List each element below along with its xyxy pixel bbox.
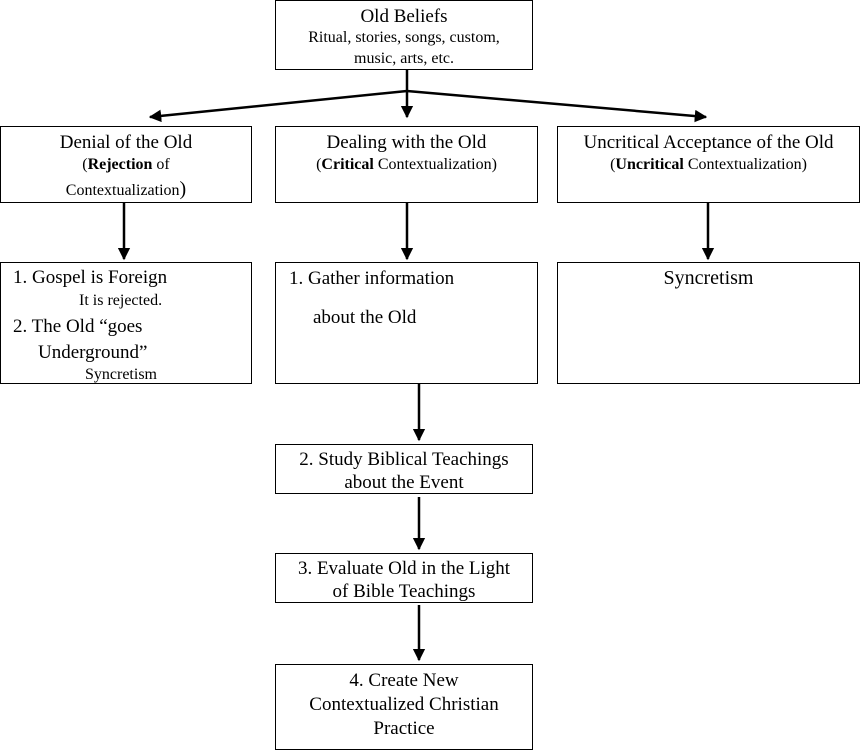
step1-line1: 1. Gather information — [289, 268, 455, 289]
dealing-subtitle: (Critical Contextualization) — [276, 157, 537, 173]
denial-sub-line2: Contextualization — [65, 182, 180, 199]
arrow-top-to-uncritical — [406, 89, 708, 123]
step3-line2: of Bible Teachings — [332, 581, 476, 602]
step2-box: 2. Study Biblical Teachings about the Ev… — [275, 444, 533, 494]
step1-box: 1. Gather information about the Old — [275, 262, 538, 384]
uncritical-result-box: Syncretism — [557, 262, 860, 384]
underground-text: Underground” — [38, 342, 148, 363]
old-goes-item: 2. The Old “goes — [13, 316, 143, 337]
old-beliefs-box: Old Beliefs Ritual, stories, songs, cust… — [275, 0, 533, 70]
denial-title: Denial of the Old — [59, 132, 193, 153]
step4-box: 4. Create New Contextualized Christian P… — [275, 664, 533, 750]
denial-subtitle-line1: (Rejection of — [1, 157, 251, 173]
denial-sub-close: ) — [179, 178, 187, 200]
denial-box: Denial of the Old (Rejection of Contextu… — [0, 126, 252, 203]
gospel-foreign-item: 1. Gospel is Foreign — [13, 267, 168, 288]
arrow-top-to-denial — [148, 89, 408, 123]
step2-line1: 2. Study Biblical Teachings — [299, 449, 509, 470]
uncritical-sub-open: ( — [610, 156, 616, 173]
dealing-title: Dealing with the Old — [326, 132, 487, 153]
denial-result-box: 1. Gospel is Foreign It is rejected. 2. … — [0, 262, 252, 384]
step3-line1: 3. Evaluate Old in the Light — [297, 558, 511, 579]
uncritical-subtitle: (Uncritical Contextualization) — [558, 157, 859, 173]
dealing-sub-open: ( — [316, 156, 322, 173]
denial-sub-rest: of — [152, 156, 170, 173]
dealing-sub-bold: Critical — [321, 156, 374, 173]
rejected-note: It is rejected. — [79, 292, 163, 309]
denial-subtitle-line2: Contextualization) — [1, 179, 251, 199]
step4-line1: 4. Create New — [349, 670, 459, 691]
old-beliefs-subtitle-line1: Ritual, stories, songs, custom, — [308, 29, 500, 46]
uncritical-box: Uncritical Acceptance of the Old (Uncrit… — [557, 126, 860, 203]
step3-box: 3. Evaluate Old in the Light of Bible Te… — [275, 553, 533, 603]
old-beliefs-subtitle-line2: music, arts, etc. — [354, 50, 454, 67]
step4-line3: Practice — [373, 718, 435, 739]
syncretism-note: Syncretism — [85, 366, 157, 383]
uncritical-sub-rest: Contextualization) — [683, 156, 807, 173]
step1-line2: about the Old — [313, 307, 417, 328]
denial-sub-bold: Rejection — [87, 156, 153, 173]
old-beliefs-title: Old Beliefs — [360, 6, 448, 27]
denial-sub-open: ( — [82, 156, 88, 173]
syncretism-result: Syncretism — [663, 267, 754, 289]
dealing-box: Dealing with the Old (Critical Contextua… — [275, 126, 538, 203]
step4-line2: Contextualized Christian — [309, 694, 499, 715]
dealing-sub-rest: Contextualization) — [373, 156, 497, 173]
step2-line2: about the Event — [344, 472, 464, 493]
uncritical-sub-bold: Uncritical — [615, 156, 684, 173]
uncritical-title: Uncritical Acceptance of the Old — [583, 132, 834, 153]
